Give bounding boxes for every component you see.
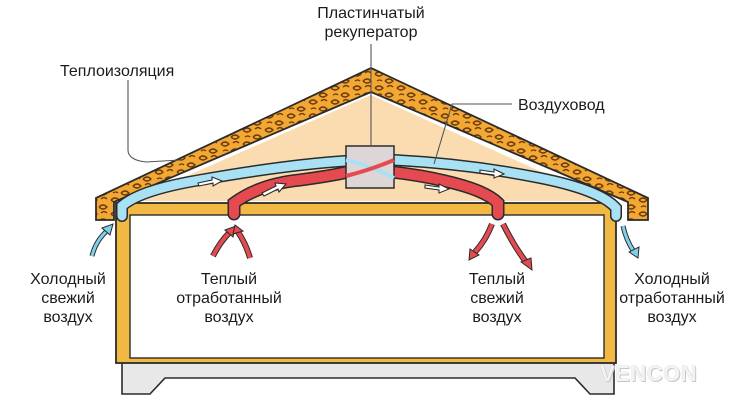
leader-lines	[127, 44, 512, 165]
warm-fresh-supply-arrows	[468, 222, 533, 272]
duct-label: Воздуховод	[518, 97, 605, 114]
duct-flow-arrows	[197, 168, 506, 197]
recuperator-label-line: рекуператор	[324, 24, 418, 41]
recuperator-label: Пластинчатый рекуператор	[300, 4, 442, 42]
cold-exhaust-air-label: Холодный отработанный воздух	[619, 271, 725, 326]
warm-exhaust-intake-arrows	[210, 224, 253, 259]
cold-fresh-air-label: Холодный свежий воздух	[30, 271, 106, 326]
foundation	[121, 359, 615, 395]
recuperator-label-line: Пластинчатый	[317, 5, 425, 22]
cold-fresh-inflow-arrow	[89, 223, 114, 257]
plate-recuperator	[345, 145, 395, 189]
insulation-label: Теплоизоляция	[60, 63, 175, 80]
vencon-logo: VENCON	[600, 361, 698, 386]
duct-leader	[433, 103, 512, 165]
cold-exhaust-outflow-arrow	[620, 225, 640, 259]
warm-exhaust-air-label: Теплый отработанный воздух	[176, 271, 282, 326]
warm-fresh-air-label: Теплый свежий воздух	[468, 271, 526, 326]
insulation-leader	[127, 80, 181, 163]
roof-insulation	[95, 67, 649, 221]
house-body	[115, 202, 617, 364]
